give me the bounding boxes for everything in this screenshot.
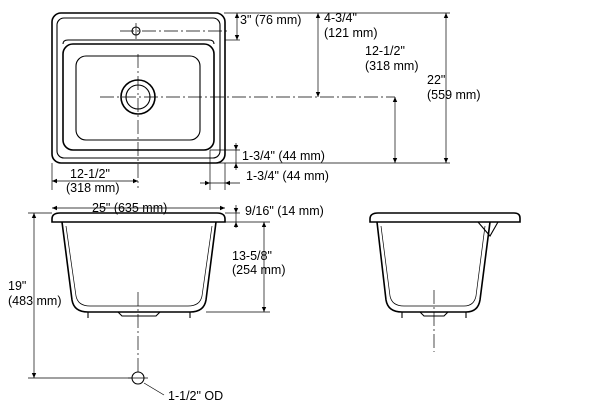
label-drain-from-side-mm: (318 mm) (66, 181, 119, 195)
label-drain-size: 1-1/2" OD (168, 389, 223, 403)
label-bowl-depth-mm: (254 mm) (232, 263, 285, 277)
label-bowl-depth: 13-5/8" (232, 249, 272, 263)
side-bowl-body (376, 221, 491, 313)
arrowhead-1 (234, 35, 240, 40)
front-bowl-inner (65, 225, 213, 307)
arrowhead-21 (31, 373, 37, 378)
side-rim (369, 212, 521, 223)
arrowhead-13 (225, 180, 230, 186)
arrowhead-3 (315, 92, 321, 97)
arrowhead-19 (261, 307, 267, 312)
arrowhead-14 (52, 205, 57, 211)
arrowhead-6 (443, 13, 449, 18)
label-total-height-mm: (483 mm) (8, 294, 61, 308)
arrowhead-2 (315, 13, 321, 18)
arrowhead-17 (233, 222, 239, 227)
side-view (369, 212, 521, 352)
arrowhead-20 (31, 213, 37, 218)
front-bowl-body (61, 221, 217, 313)
label-top-offset: 3" (76 mm) (240, 13, 301, 27)
label-overall-width: 25" (635 mm) (92, 201, 167, 215)
label-front-rim: 1-3/4" (44 mm) (242, 149, 325, 163)
label-overall-depth: 22" (427, 73, 445, 87)
arrowhead-8 (233, 145, 239, 150)
arrowhead-4 (392, 97, 398, 102)
label-drain-from-side: 12-1/2" (70, 167, 110, 181)
arrowhead-12 (205, 180, 210, 186)
sink-inner-rim (56, 17, 221, 159)
label-total-height: 19" (8, 279, 26, 293)
arrowhead-9 (233, 163, 239, 168)
arrowhead-16 (233, 208, 239, 213)
side-faucet-deck (477, 221, 499, 237)
drain-od-leader (143, 382, 165, 396)
front-view: 25" (635 mm) 9/16" (14 mm) 13-5/8" (254 … (8, 201, 324, 403)
label-overall-depth-mm: (559 mm) (427, 88, 480, 102)
label-drain-from-top-mm: (121 mm) (324, 26, 377, 40)
arrowhead-5 (392, 158, 398, 163)
label-drain-to-front: 12-1/2" (365, 44, 405, 58)
dimension-arrows (31, 13, 449, 378)
arrowhead-0 (234, 13, 240, 18)
side-bowl-inner (380, 225, 486, 307)
deck-edge (62, 39, 215, 45)
label-drain-from-top: 4-3/4" (324, 11, 357, 25)
arrowhead-15 (220, 205, 225, 211)
arrowhead-11 (133, 178, 138, 184)
label-side-rim: 1-3/4" (44 mm) (246, 169, 329, 183)
arrowhead-18 (261, 222, 267, 227)
label-rim-height: 9/16" (14 mm) (245, 204, 324, 218)
label-drain-to-front-mm: (318 mm) (365, 59, 418, 73)
front-drain-stub (117, 311, 161, 317)
arrowhead-7 (443, 158, 449, 163)
sink-outer-rim (51, 12, 226, 164)
arrowhead-10 (52, 178, 57, 184)
top-view: 3" (76 mm) 4-3/4" (121 mm) 12-1/2" (318 … (51, 11, 480, 195)
front-rim (51, 212, 226, 223)
